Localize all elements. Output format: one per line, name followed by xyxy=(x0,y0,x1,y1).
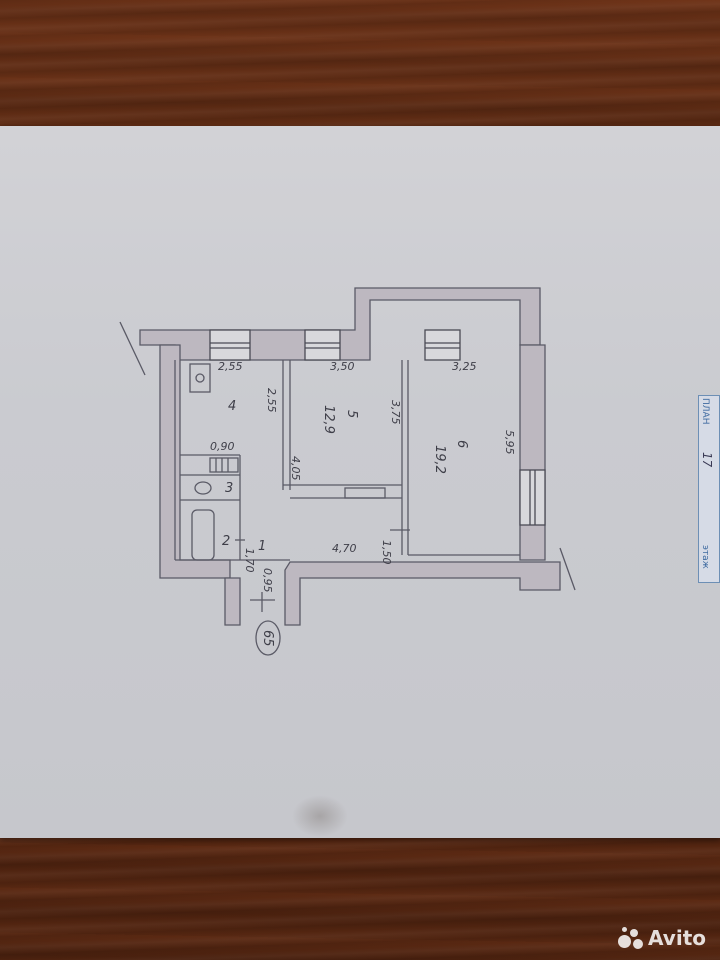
dim-label: 0,95 xyxy=(261,568,274,593)
avito-logo-icon xyxy=(618,927,644,949)
dim-label: 5,95 xyxy=(503,430,516,455)
fixtures xyxy=(189,363,386,561)
side-tag-footer: этаж xyxy=(700,545,710,569)
room-number: 3 xyxy=(225,481,233,496)
avito-watermark: Avito xyxy=(618,926,706,950)
dim-label: 2,55 xyxy=(265,388,278,413)
stamp-number: 65 xyxy=(260,630,275,647)
room-area: 12,9 xyxy=(321,405,336,434)
door-marks xyxy=(235,529,410,612)
dim-label: 1,70 xyxy=(243,548,256,573)
dim-label: 2,55 xyxy=(218,360,243,373)
dim-label: 4,70 xyxy=(332,542,357,555)
room-number: 1 xyxy=(258,539,266,554)
dim-label: 1,50 xyxy=(380,540,393,565)
tracing-paper-sheet xyxy=(0,126,720,838)
windows xyxy=(209,329,546,526)
room-number: 4 xyxy=(228,399,236,414)
room-number: 6 xyxy=(454,440,469,448)
dim-label: 3,75 xyxy=(389,400,402,425)
room-number: 5 xyxy=(344,410,359,418)
side-tag-number: 17 xyxy=(700,452,714,468)
dim-label: 3,25 xyxy=(452,360,477,373)
dim-label: 0,90 xyxy=(210,440,235,453)
room-area: 19,2 xyxy=(432,445,447,474)
room-number: 2 xyxy=(222,534,230,549)
stamp-circle xyxy=(255,620,281,656)
side-tag-title: ПЛАН xyxy=(700,398,710,425)
dim-label: 3,50 xyxy=(330,360,355,373)
dim-label: 4,05 xyxy=(289,456,302,481)
avito-brand-text: Avito xyxy=(648,926,706,950)
outer-walls xyxy=(139,287,561,626)
